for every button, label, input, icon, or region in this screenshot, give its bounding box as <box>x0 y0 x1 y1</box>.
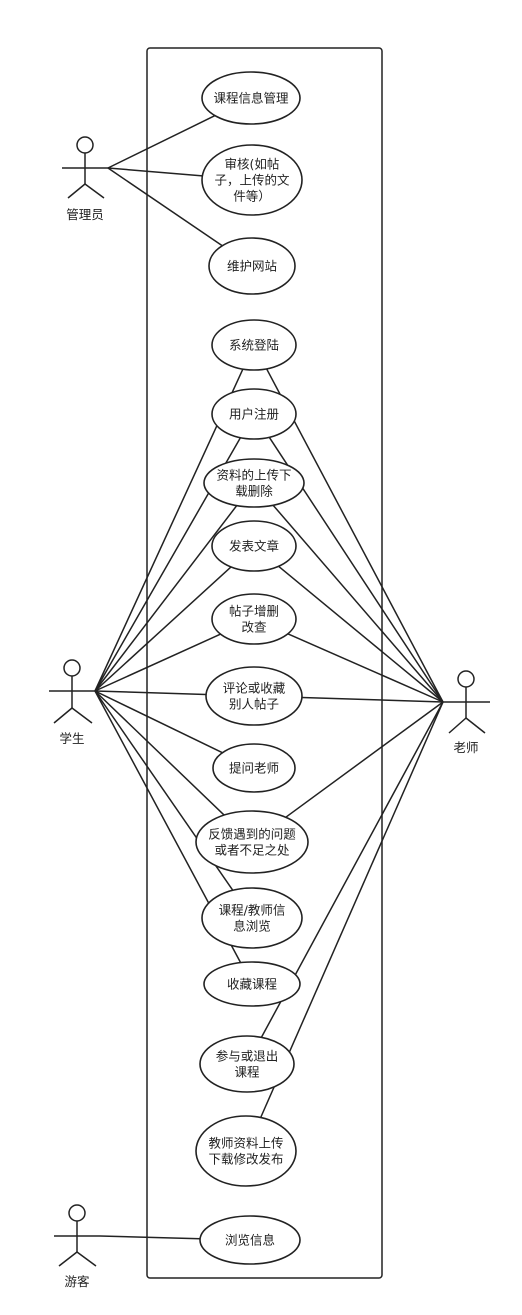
association-student-uc7 <box>94 566 232 692</box>
use-case-oval <box>201 144 303 216</box>
use-case-uc4: 系统登陆 <box>211 319 297 371</box>
use-cases: 课程信息管理审核(如帖子，上传的文件等）维护网站系统登陆用户注册资料的上传下载删… <box>195 71 309 1265</box>
use-case-uc5: 用户注册 <box>211 388 297 440</box>
use-case-oval <box>205 666 303 726</box>
use-case-oval <box>208 237 296 295</box>
use-case-uc1: 课程信息管理 <box>201 71 301 125</box>
use-case-oval <box>211 319 297 371</box>
system-boundary <box>146 47 383 1279</box>
actor-teacher: 老师 <box>443 670 490 755</box>
use-case-label: 或者不足之处 <box>214 843 290 858</box>
association-teacher-uc9 <box>301 696 444 703</box>
use-case-oval <box>203 458 305 508</box>
use-case-label: 课程/教师信 <box>219 903 286 918</box>
use-case-label: 课程 <box>234 1065 260 1080</box>
actor-visitor-label: 游客 <box>64 1274 90 1289</box>
association-teacher-uc4 <box>265 368 444 703</box>
use-case-label: 下载修改发布 <box>208 1152 283 1167</box>
use-case-label: 维护网站 <box>227 259 277 274</box>
use-case-oval <box>212 743 296 793</box>
use-case-label: 审核(如帖 <box>225 157 280 172</box>
use-case-label: 用户注册 <box>229 407 279 422</box>
use-case-label: 改查 <box>241 620 267 635</box>
use-case-label: 教师资料上传 <box>208 1136 283 1151</box>
use-case-label: 评论或收藏 <box>223 681 286 696</box>
use-case-oval <box>201 71 301 125</box>
association-admin-uc1 <box>107 114 216 169</box>
use-case-uc3: 维护网站 <box>208 237 296 295</box>
use-case-label: 载删除 <box>235 484 273 499</box>
association-admin-uc2 <box>107 167 203 177</box>
use-case-label: 别人帖子 <box>229 697 279 712</box>
use-case-label: 提问老师 <box>229 761 279 776</box>
use-case-uc10: 提问老师 <box>212 743 296 793</box>
use-case-uc7: 发表文章 <box>211 520 297 572</box>
use-case-label: 帖子增删 <box>229 604 279 619</box>
actor-teacher-label: 老师 <box>453 740 478 755</box>
use-case-label: 浏览信息 <box>225 1233 275 1248</box>
actor-admin-label: 管理员 <box>66 207 104 222</box>
actor-student: 学生 <box>49 659 95 746</box>
use-case-label: 课程信息管理 <box>213 91 289 106</box>
actor-visitor: 游客 <box>54 1204 100 1289</box>
use-case-label: 发表文章 <box>229 539 279 554</box>
use-case-oval <box>211 593 297 645</box>
use-case-oval <box>201 887 303 949</box>
use-case-oval <box>211 520 297 572</box>
use-case-label: 收藏课程 <box>227 977 278 992</box>
use-case-label: 参与或退出 <box>216 1049 279 1064</box>
use-case-label: 息浏览 <box>233 919 271 934</box>
use-case-label: 件等） <box>233 189 271 204</box>
association-teacher-uc15 <box>260 701 444 1118</box>
association-teacher-uc8 <box>287 633 444 703</box>
association-lines <box>94 114 444 1240</box>
association-admin-uc3 <box>107 167 223 247</box>
association-visitor-uc16 <box>99 1235 201 1240</box>
association-student-uc10 <box>94 690 223 754</box>
use-case-oval <box>203 961 301 1007</box>
association-teacher-uc7 <box>278 565 444 703</box>
use-case-oval <box>195 810 309 874</box>
use-case-uc16: 浏览信息 <box>199 1215 301 1265</box>
use-case-label: 反馈遇到的问题 <box>208 827 296 842</box>
association-teacher-uc11 <box>285 701 444 818</box>
use-case-label: 子，上传的文 <box>214 173 290 188</box>
use-case-uc13: 收藏课程 <box>203 961 301 1007</box>
use-case-oval <box>199 1035 295 1093</box>
association-student-uc11 <box>94 690 225 816</box>
association-student-uc9 <box>94 690 207 696</box>
use-case-oval <box>199 1215 301 1265</box>
use-case-oval <box>195 1115 297 1187</box>
association-student-uc8 <box>94 633 221 692</box>
use-case-oval <box>211 388 297 440</box>
actor-student-label: 学生 <box>59 731 84 746</box>
use-case-label: 系统登陆 <box>229 338 279 353</box>
association-student-uc6 <box>94 505 238 692</box>
use-case-label: 资料的上传下 <box>216 468 291 483</box>
actor-admin: 管理员 <box>62 136 108 222</box>
association-teacher-uc6 <box>272 504 444 703</box>
